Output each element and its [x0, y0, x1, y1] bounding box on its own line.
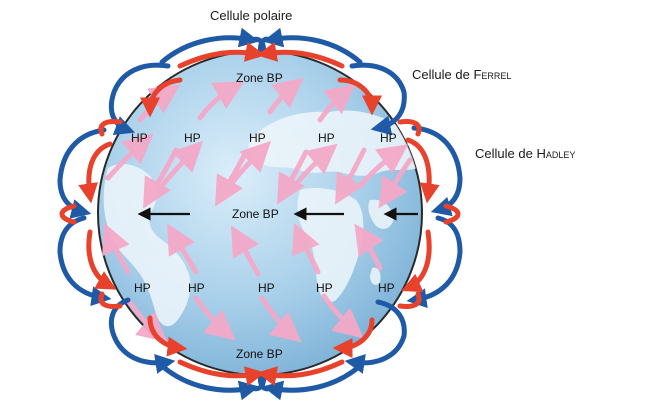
wind-arrow: [317, 83, 356, 123]
hp-label: HP: [188, 281, 205, 295]
wind-arrow: [277, 149, 309, 205]
polar-cell-north-return: [177, 42, 266, 69]
wind-arrow: [143, 147, 179, 209]
hadley-cell-se-inner: [401, 229, 432, 293]
wind-arrow: [102, 222, 131, 275]
hadley-cell-sw: [57, 215, 112, 307]
ferrel-cell-ne: [349, 62, 407, 136]
ferrel-cell-label: Cellule de Ferrel: [412, 68, 511, 81]
ferrel-cell-ne-inner: [337, 77, 382, 116]
hadley-cell-ne-inner: [405, 137, 440, 204]
hadley-cell-se: [406, 215, 463, 309]
junction-arc: [397, 291, 422, 309]
hadley-cell-label: Cellule de Hadley: [475, 147, 575, 160]
zone-bp-equator: Zone BP: [232, 207, 279, 221]
circulation-cells: [57, 27, 463, 401]
americas-landmass: [103, 163, 191, 327]
surface-winds: [102, 77, 413, 343]
hp-label: HP: [131, 131, 148, 145]
ferrel-cell-se: [344, 299, 407, 374]
junction-arc: [397, 119, 422, 137]
hadley-cell-ne: [411, 125, 463, 217]
polar-cell-north-left: [159, 27, 260, 65]
ferrel-cell-label-name: Ferrel: [473, 67, 512, 82]
polar-cell-south-left: [159, 363, 260, 401]
hadley-cell-label-name: Hadley: [536, 146, 576, 161]
ferrel-cell-label-prefix: Cellule de: [412, 67, 474, 82]
hp-label: HP: [316, 281, 333, 295]
zone-bp-north: Zone BP: [236, 71, 283, 85]
polar-cell-south-return: [177, 359, 266, 386]
wind-arrow: [378, 157, 413, 209]
wind-arrow: [292, 222, 321, 275]
wind-arrow: [259, 295, 302, 343]
hp-label: HP: [249, 131, 266, 145]
wind-arrow: [105, 133, 154, 181]
hadley-cell-sw-inner: [86, 229, 117, 290]
hp-label: HP: [184, 131, 201, 145]
ferrel-cell-nw-inner: [140, 77, 183, 118]
hadley-cell-nw-inner: [78, 141, 113, 204]
wind-arrow: [231, 225, 261, 277]
polar-cell-south-return: [256, 359, 345, 386]
cell-junctions: [59, 119, 461, 309]
hp-label: HP: [378, 281, 395, 295]
hadley-cell-nw: [57, 127, 107, 219]
hp-label: HP: [318, 131, 335, 145]
wind-arrow: [267, 77, 304, 115]
wind-arrow: [167, 223, 199, 275]
ferrel-cell-sw-inner: [147, 315, 188, 357]
madagascar-landmass: [370, 267, 381, 285]
zone-bp-south: Zone BP: [236, 347, 283, 361]
hadley-cell-label-prefix: Cellule de: [475, 146, 537, 161]
wind-arrow: [215, 149, 249, 207]
hp-label: HP: [134, 281, 151, 295]
wind-arrow: [197, 81, 245, 121]
polar-cell-south-right: [262, 363, 363, 401]
hp-label: HP: [258, 281, 275, 295]
junction-arc: [98, 119, 123, 137]
wind-arrow: [335, 147, 367, 205]
junction-arc: [443, 203, 461, 225]
ferrel-cell-se-inner: [332, 317, 375, 358]
wind-arrow: [193, 295, 236, 341]
polar-cell-label: Cellule polaire: [210, 8, 293, 23]
junction-arc: [98, 291, 123, 309]
wind-arrow: [357, 144, 409, 189]
polar-cell-north-right: [262, 27, 363, 65]
africa-landmass: [297, 188, 364, 303]
hp-label: HP: [380, 131, 397, 145]
wind-arrow: [354, 223, 384, 271]
polar-cell-north-return: [256, 42, 345, 69]
junction-arc: [59, 203, 77, 225]
wind-arrow: [321, 293, 364, 339]
